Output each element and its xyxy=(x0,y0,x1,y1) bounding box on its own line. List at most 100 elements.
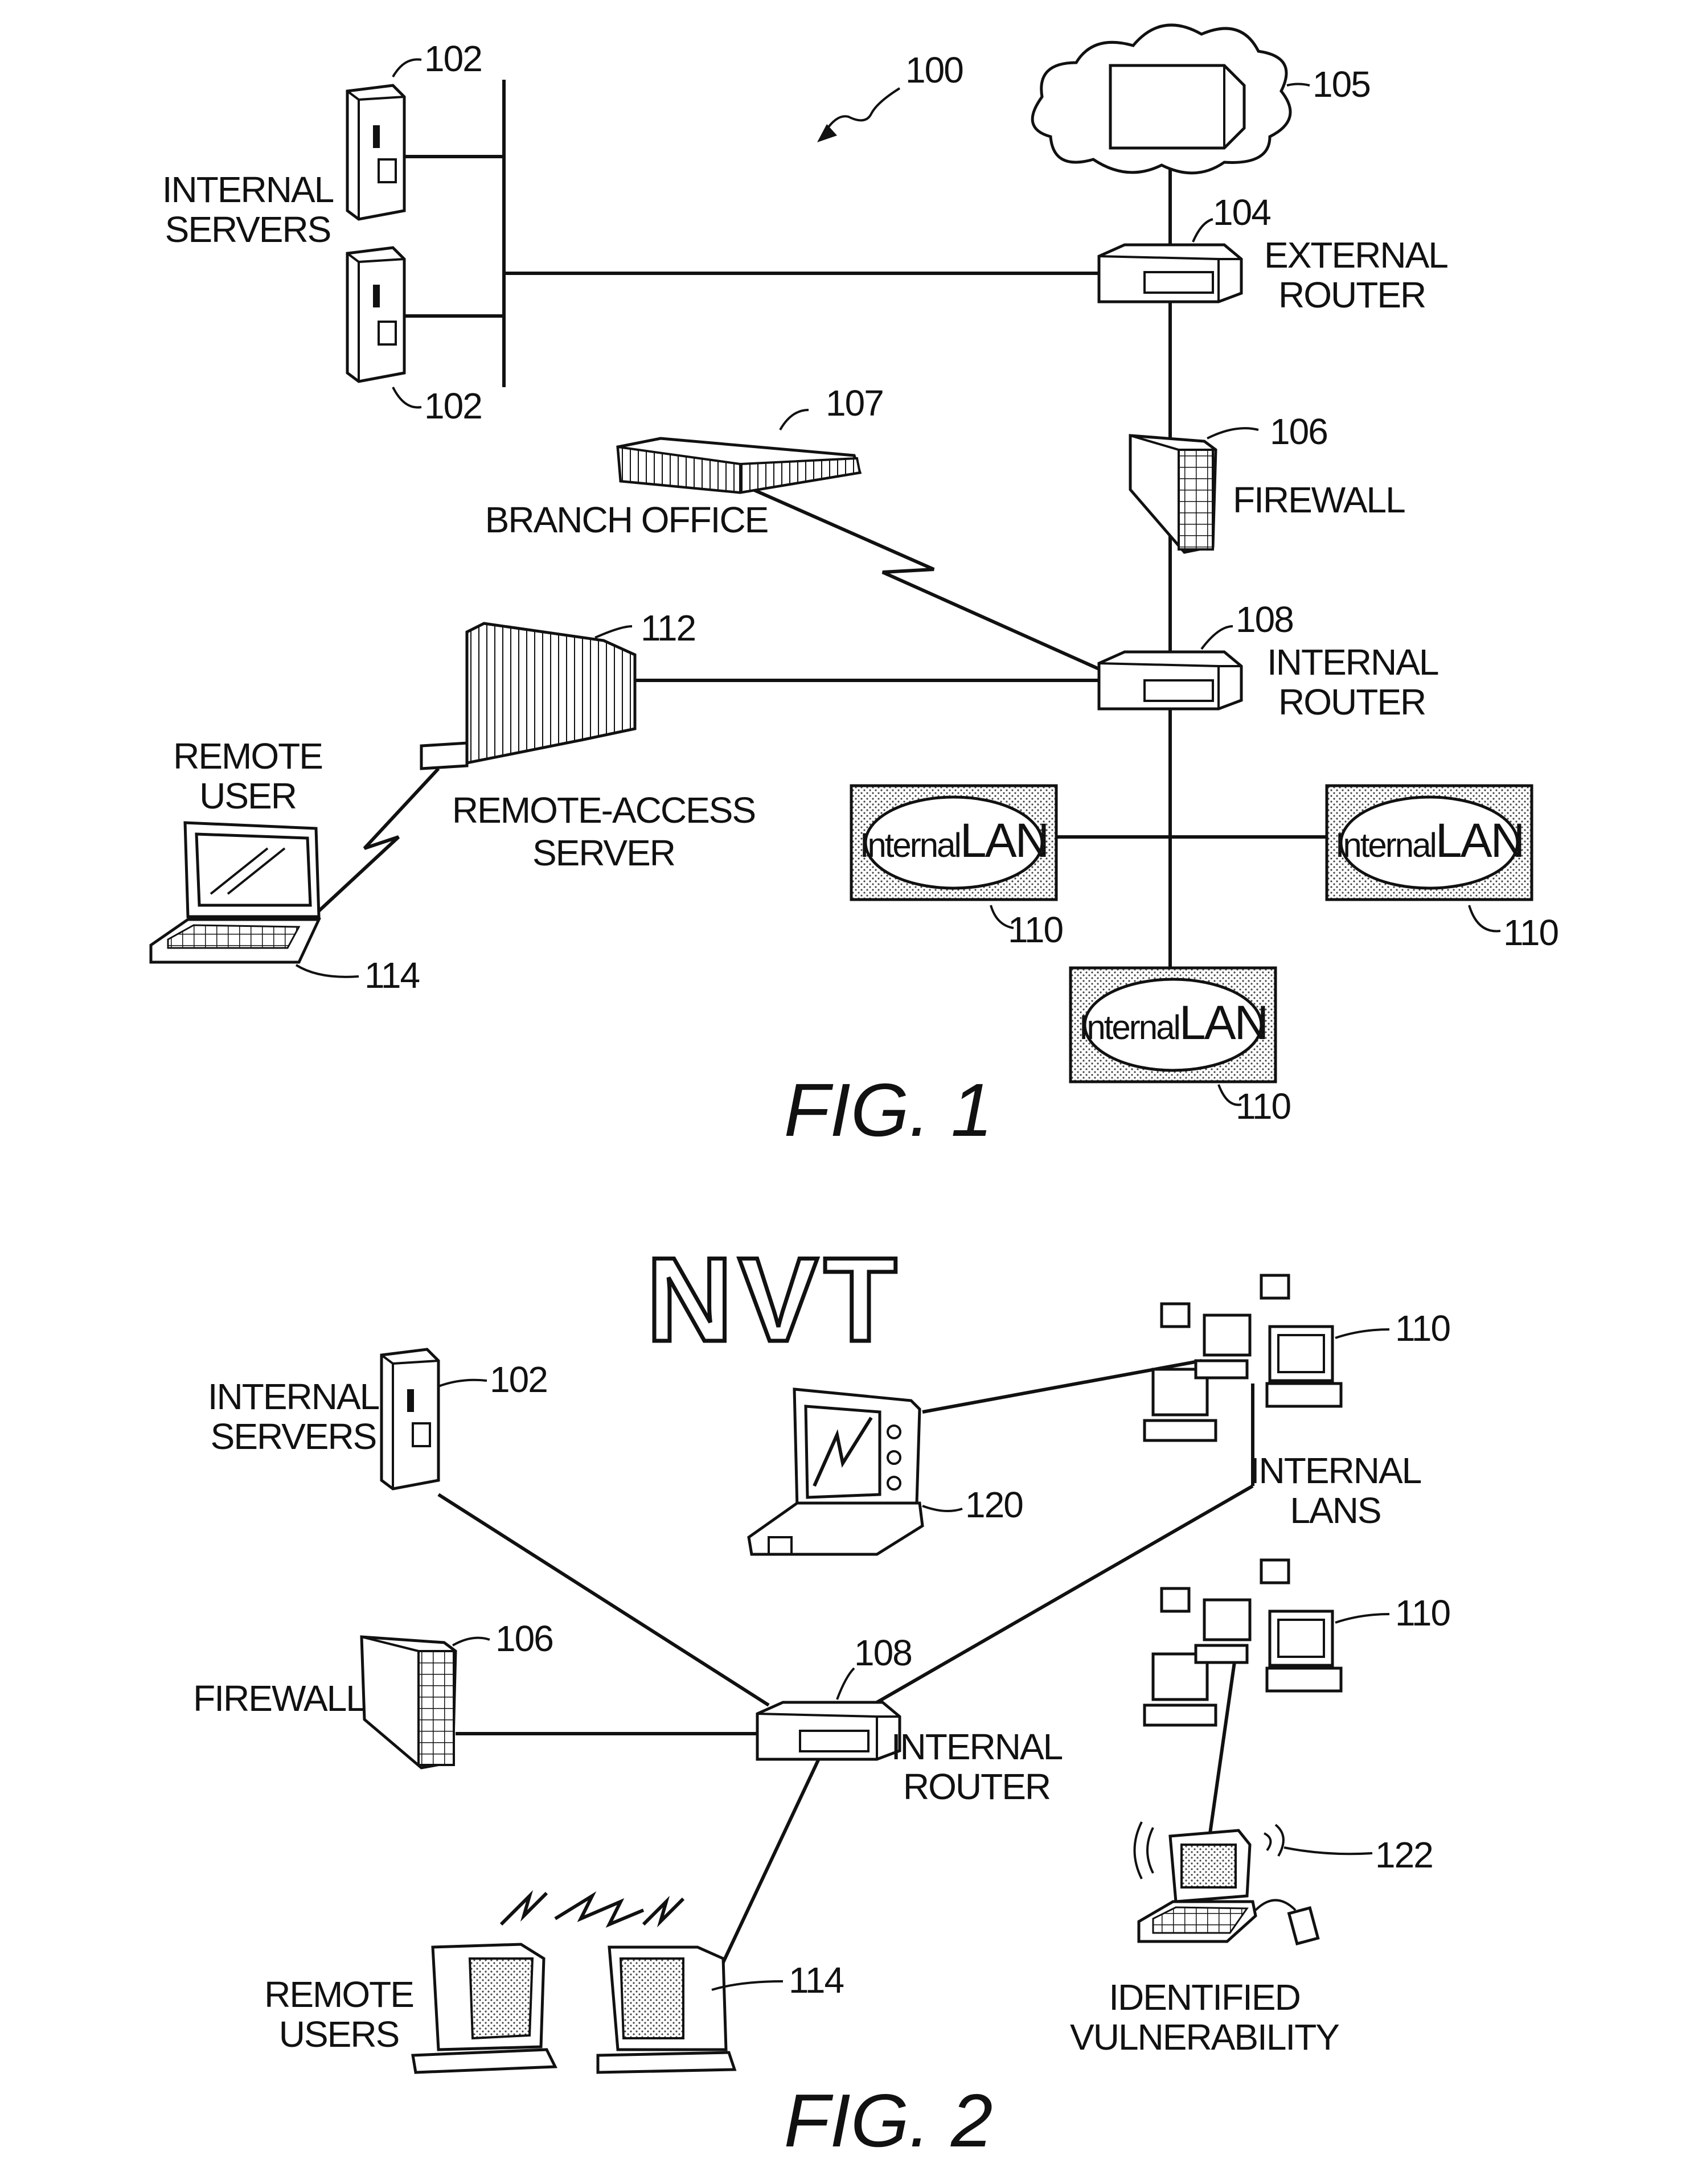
ref-leader-line xyxy=(1201,626,1233,649)
ref-leader-line xyxy=(1193,219,1213,242)
fig2-servers-ref: 102 xyxy=(490,1359,547,1400)
fig2-router-label-1: INTERNAL xyxy=(891,1726,1063,1767)
router-icon xyxy=(757,1702,900,1759)
lan-to-vulnerable-host-link xyxy=(1210,1654,1236,1833)
internal-lans-label-2: LANS xyxy=(1290,1490,1380,1531)
nvt-terminal-icon xyxy=(749,1389,922,1554)
ref-leader-line xyxy=(1335,1614,1389,1623)
fig1-remote-user: REMOTE USER 114 xyxy=(151,736,419,996)
ref-leader-line xyxy=(1335,1329,1389,1338)
lan-cluster-ref-top: 110 xyxy=(1395,1308,1450,1349)
servers-to-router-link xyxy=(438,1495,769,1705)
remote-user-ref: 114 xyxy=(364,955,419,996)
router-icon xyxy=(1099,245,1241,302)
fig2-router-label-2: ROUTER xyxy=(903,1766,1050,1807)
fig2-remote-users: REMOTE USERS 114 xyxy=(264,1893,843,2072)
nvt-ref: 120 xyxy=(965,1484,1023,1525)
ref-leader-line xyxy=(393,59,421,77)
system-reference: 100 xyxy=(817,50,963,142)
server-tower-icon xyxy=(347,85,404,219)
system-ref-number: 100 xyxy=(905,50,963,91)
firewall-icon xyxy=(362,1637,456,1768)
office-building-icon xyxy=(618,438,860,492)
figure-2: NVT 120 xyxy=(193,1233,1450,2162)
ref-leader-line xyxy=(1469,905,1500,931)
fig2-lan-cluster-top: 110 xyxy=(1145,1275,1450,1440)
lan-ref: 110 xyxy=(1008,909,1063,950)
internal-lan-3: InternalLAN 110 xyxy=(1071,968,1290,1127)
remote-users-label-2: USERS xyxy=(279,2014,399,2055)
internal-servers-ref-top: 102 xyxy=(424,38,482,79)
lan-ref: 110 xyxy=(1236,1086,1290,1127)
system-ref-squiggle xyxy=(826,88,900,131)
lan-cluster-ref-bottom: 110 xyxy=(1395,1592,1450,1633)
fig2-servers-label-1: INTERNAL xyxy=(208,1376,379,1417)
remote-users-label-1: REMOTE xyxy=(264,1974,413,2015)
fig1-remote-access-server: 112 REMOTE-ACCESS SERVER xyxy=(421,607,755,873)
vulnerability-label-2: VULNERABILITY xyxy=(1070,2017,1339,2058)
workstation-cluster-icon xyxy=(1145,1560,1341,1725)
branch-office-wan-link xyxy=(740,484,1099,669)
internal-router-label-2: ROUTER xyxy=(1278,682,1425,722)
fig1-internal-router: 108 INTERNAL ROUTER xyxy=(1099,599,1438,722)
ref-leader-line xyxy=(922,1506,962,1511)
external-router-label-1: EXTERNAL xyxy=(1264,235,1447,276)
fig2-lan-cluster-bottom: 110 xyxy=(1145,1560,1450,1725)
internet-cloud: 105 xyxy=(1032,25,1370,173)
cloud-ref: 105 xyxy=(1313,64,1370,105)
internal-servers-ref-bottom: 102 xyxy=(424,385,482,426)
lan-ref: 110 xyxy=(1503,912,1558,953)
figure-1: 100 INTERNAL SERVERS 102 xyxy=(151,25,1558,1152)
internal-router-label-1: INTERNAL xyxy=(1267,642,1438,683)
fig1-branch-office: 107 BRANCH OFFICE xyxy=(485,383,883,540)
access-server-rack-icon xyxy=(421,623,635,769)
ref-leader-line xyxy=(1284,1848,1372,1854)
server-tower-icon xyxy=(382,1349,438,1489)
ref-leader-line xyxy=(780,410,809,430)
remote-user-label-1: REMOTE xyxy=(173,736,322,777)
nvt-console: 120 xyxy=(749,1389,1023,1554)
remote-access-server-label-1: REMOTE-ACCESS xyxy=(452,790,755,831)
workstation-cluster-icon xyxy=(1145,1275,1341,1440)
internal-lan-1: InternalLAN 110 xyxy=(851,786,1063,950)
branch-office-label: BRANCH OFFICE xyxy=(485,499,768,540)
external-router-label-2: ROUTER xyxy=(1278,274,1425,315)
ref-leader-line xyxy=(393,387,421,408)
laptop-icon xyxy=(151,823,319,962)
fig2-firewall: 106 FIREWALL xyxy=(193,1618,553,1768)
internal-lan-2: InternalLAN 110 xyxy=(1327,786,1558,953)
figure-2-caption: FIG. 2 xyxy=(784,2079,993,2162)
ref-leader-line xyxy=(1287,84,1310,86)
fig2-vulnerable-host: 122 IDENTIFIED VULNERABILITY xyxy=(1070,1822,1433,2058)
external-router-ref: 104 xyxy=(1213,192,1270,233)
ref-leader-line xyxy=(296,965,359,977)
remote-user-label-2: USER xyxy=(199,775,296,816)
vulnerability-ref: 122 xyxy=(1375,1834,1433,1875)
fig1-internal-servers: INTERNAL SERVERS 102 102 xyxy=(162,38,482,426)
nvt-title: NVT xyxy=(646,1233,903,1366)
firewall-icon xyxy=(1130,436,1216,552)
remote-user-dialup-link xyxy=(319,769,438,911)
figure-1-caption: FIG. 1 xyxy=(784,1068,993,1152)
fig2-internal-router: 108 INTERNAL ROUTER xyxy=(757,1632,1063,1807)
router-icon xyxy=(1099,652,1241,709)
fig2-firewall-label: FIREWALL xyxy=(193,1678,365,1719)
alarm-workstation-icon xyxy=(1135,1822,1318,1944)
vulnerability-label-1: IDENTIFIED xyxy=(1109,1977,1300,2018)
internal-router-ref: 108 xyxy=(1236,599,1293,640)
remote-access-server-label-2: SERVER xyxy=(532,832,675,873)
ref-leader-line xyxy=(1207,428,1258,438)
ref-leader-line xyxy=(453,1638,490,1645)
remote-monitor-icon-right xyxy=(598,1947,735,2072)
router-to-remote-user-link xyxy=(709,1756,820,1993)
ref-leader-line xyxy=(837,1668,854,1699)
firewall-label: FIREWALL xyxy=(1233,479,1405,520)
wireless-signal-icon xyxy=(501,1893,683,1924)
remote-access-server-ref: 112 xyxy=(641,607,695,648)
remote-users-ref: 114 xyxy=(789,1960,843,2001)
fig2-servers-label-2: SERVERS xyxy=(211,1416,376,1457)
internal-lans-label-1: INTERNAL xyxy=(1250,1450,1421,1491)
internal-servers-label-2: SERVERS xyxy=(165,209,331,250)
firewall-ref: 106 xyxy=(1270,411,1327,452)
server-tower-icon xyxy=(347,248,404,381)
